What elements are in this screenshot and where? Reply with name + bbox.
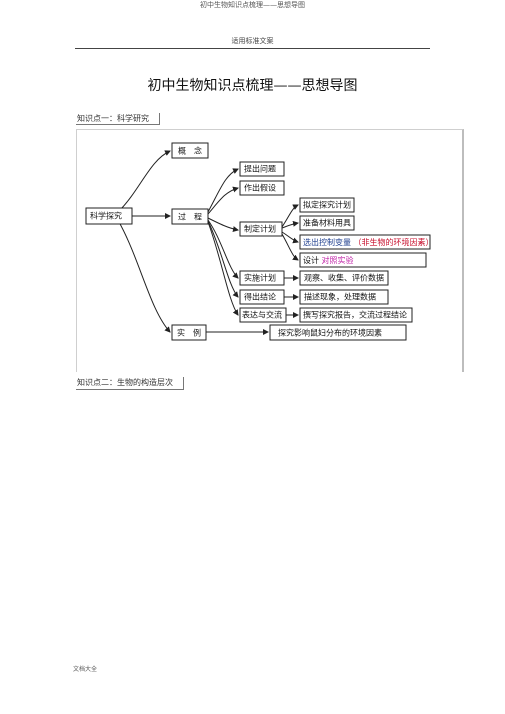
document-subtitle: 适用标准文案 (231, 37, 274, 45)
edge-plan-variable (281, 231, 299, 244)
node-variable: 选出控制变量 (303, 237, 351, 247)
edge-plan-draft (281, 204, 299, 228)
running-header: 初中生物知识点梳理——思想导图 (200, 1, 305, 9)
node-communicate: 表达与交流 (242, 310, 282, 320)
edge-plan-materials (281, 220, 299, 229)
edge-process-communicate (207, 221, 239, 316)
node-plan-box (239, 221, 283, 237)
node-implement-detail: 观察、收集、评价数据 (304, 273, 384, 283)
node-conclusion-detail-box (299, 289, 389, 305)
node-implement: 实施计划 (244, 273, 276, 283)
node-process-box (171, 208, 209, 225)
edge-root-example (118, 221, 171, 333)
node-draft-box (299, 197, 355, 213)
node-example-detail: 探究影响鼠妇分布的环境因素 (278, 328, 382, 338)
node-example: 实 例 (177, 328, 201, 338)
node-example-detail-box (269, 324, 407, 341)
node-variable-line: 选出控制变量 （非生物的环境因素） (303, 237, 434, 247)
node-design-prefix: 设计 (303, 255, 319, 265)
node-implement-detail-box (299, 270, 389, 286)
node-question: 提出问题 (244, 164, 276, 174)
edge-process-implement (207, 219, 239, 279)
page-title: 初中生物知识点梳理——思想导图 (147, 78, 358, 94)
section-underline-2 (76, 389, 183, 390)
section-label-2: 知识点二：生物的构造层次 (77, 378, 173, 387)
node-conclusion: 得出结论 (244, 292, 276, 302)
node-communicate-box (239, 307, 287, 323)
edge-process-plan (207, 217, 239, 232)
node-implement-box (239, 270, 285, 286)
section-underline-1 (76, 124, 159, 125)
edge-plan-design (281, 233, 299, 261)
section-label-1: 知识点一：科学研究 (77, 114, 149, 123)
node-root: 科学探究 (90, 211, 122, 221)
edge-process-question (207, 168, 239, 213)
node-concept: 概 念 (178, 146, 202, 156)
node-materials: 准备材料用具 (303, 218, 351, 228)
edge-root-concept (118, 150, 171, 212)
node-hypothesis-box (239, 180, 285, 196)
node-design-line: 设计 对照实验 (303, 255, 354, 265)
node-design-box (299, 252, 427, 268)
node-concept-box (171, 142, 209, 159)
page-footer: 文档大全 (73, 666, 98, 673)
node-conclusion-box (239, 289, 285, 305)
edge-process-hypothesis (207, 186, 239, 215)
section-tick-2 (183, 377, 184, 390)
node-example-box (171, 324, 207, 341)
section-tick-1 (159, 113, 160, 125)
edge-process-conclusion (207, 220, 239, 298)
node-hypothesis: 作出假设 (244, 183, 276, 193)
node-process: 过 程 (178, 212, 202, 222)
node-communicate-detail: 撰写探究报告，交流过程结论 (303, 310, 407, 320)
node-communicate-detail-box (299, 307, 413, 323)
node-variable-box (299, 234, 431, 250)
node-root-box (85, 207, 133, 225)
node-draft: 拟定探究计划 (303, 200, 351, 210)
node-variable-note: （非生物的环境因素） (354, 237, 434, 247)
diagram-frame (76, 129, 464, 372)
node-materials-box (299, 215, 355, 231)
node-question-box (239, 161, 285, 177)
node-design-suffix: 对照实验 (322, 255, 354, 265)
header-rule (75, 48, 430, 49)
node-conclusion-detail: 描述现象，处理数据 (304, 292, 376, 302)
node-plan: 制定计划 (244, 224, 276, 234)
